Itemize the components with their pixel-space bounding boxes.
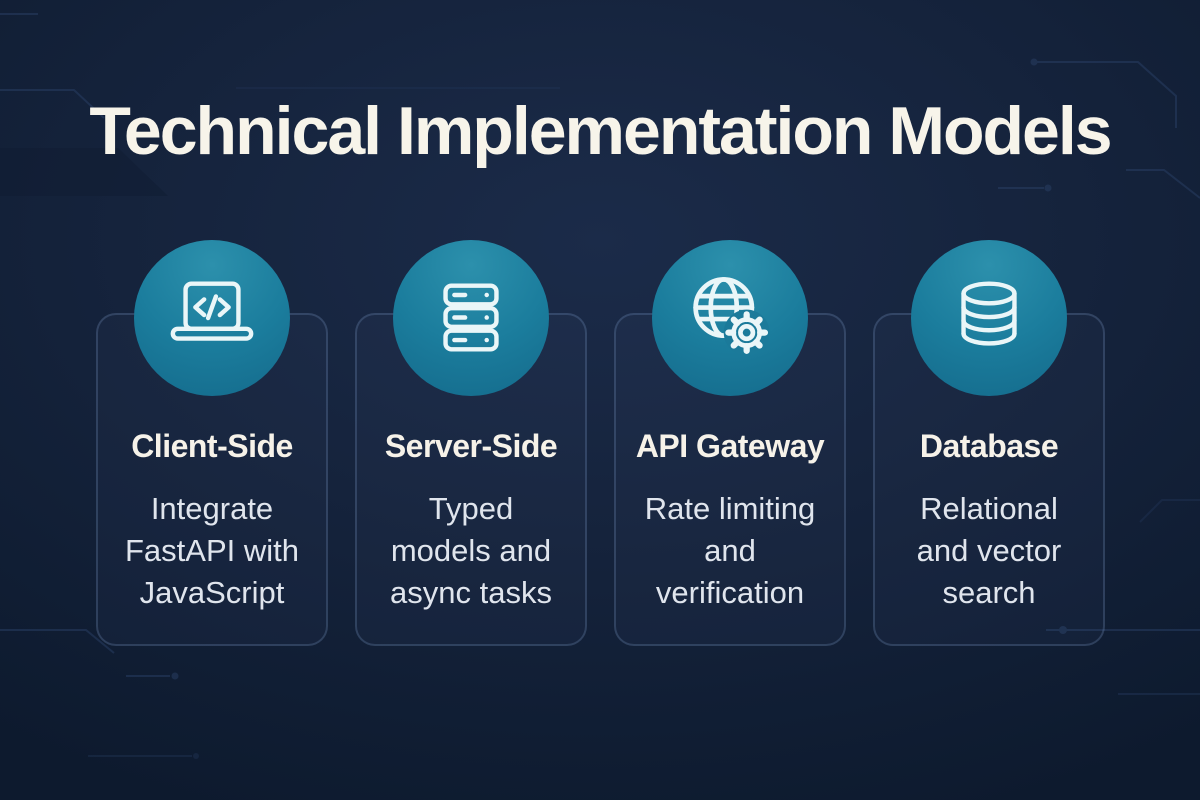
- card-title: API Gateway: [635, 428, 825, 464]
- card-description: Integrate FastAPI with JavaScript: [110, 488, 314, 614]
- description-line: and vector: [916, 533, 1062, 568]
- description-line: Integrate: [150, 491, 274, 526]
- description-line: verification: [655, 575, 805, 610]
- globe-gear-icon: [693, 277, 770, 356]
- description-line: and: [704, 533, 756, 568]
- description-line: search: [942, 575, 1036, 610]
- api-gateway-icon-badge: [652, 240, 808, 396]
- description-line: JavaScript: [139, 575, 285, 610]
- cards-row: Client-Side Integrate FastAPI with JavaS…: [96, 240, 1105, 646]
- database-icon-badge: [911, 240, 1067, 396]
- laptop-code-icon: [170, 281, 254, 341]
- card-api-gateway: API Gateway Rate limiting and verificati…: [614, 240, 846, 646]
- server-side-icon-badge: [393, 240, 549, 396]
- server-stack-icon: [443, 283, 499, 352]
- description-line: Typed: [428, 491, 514, 526]
- description-line: Rate limiting: [644, 491, 816, 526]
- description-line: async tasks: [390, 575, 552, 610]
- trace-left-middle: [0, 629, 199, 759]
- card-description: Rate limiting and verification: [628, 488, 832, 614]
- card-description: Typed models and async tasks: [369, 488, 573, 614]
- card-client-side: Client-Side Integrate FastAPI with JavaS…: [96, 240, 328, 646]
- client-side-icon-badge: [134, 240, 290, 396]
- card-title: Server-Side: [384, 428, 558, 464]
- card-title: Client-Side: [131, 428, 293, 464]
- card-database: Database Relational and vector search: [873, 240, 1105, 646]
- page-title: Technical Implementation Models: [89, 93, 1112, 169]
- description-line: Relational: [920, 491, 1058, 526]
- description-line: FastAPI with: [125, 533, 299, 568]
- card-server-side: Server-Side Typed models and async tasks: [355, 240, 587, 646]
- database-icon: [961, 281, 1017, 346]
- card-description: Relational and vector search: [887, 488, 1091, 614]
- description-line: models and: [390, 533, 552, 568]
- card-title: Database: [919, 428, 1059, 464]
